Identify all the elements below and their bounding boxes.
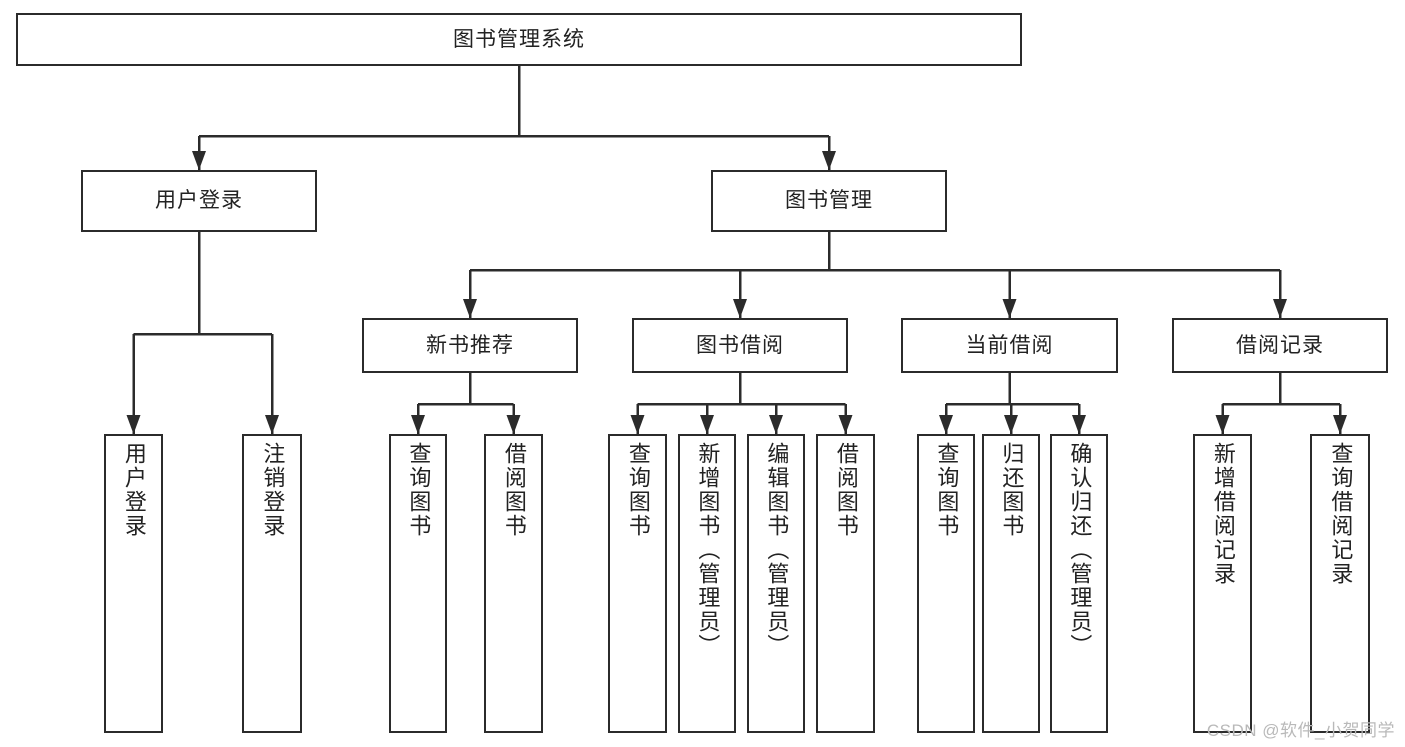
- node-label-leaf-query-record: 查询借阅记录: [1328, 442, 1354, 586]
- node-leaf-borrow-book-1[interactable]: 借阅图书: [484, 434, 543, 733]
- node-label-leaf-logout: 注销登录: [260, 442, 286, 538]
- node-label-leaf-borrow-book-1: 借阅图书: [501, 442, 527, 538]
- node-label-leaf-confirm-return: 确认归还（管理员）: [1067, 442, 1093, 658]
- node-label-user-login: 用户登录: [155, 189, 243, 213]
- node-label-current-borrow: 当前借阅: [965, 333, 1054, 357]
- node-current-borrow[interactable]: 当前借阅: [901, 318, 1118, 373]
- edge-arrowhead: [411, 415, 425, 434]
- edge-arrowhead: [630, 415, 645, 434]
- node-borrow-record[interactable]: 借阅记录: [1172, 318, 1388, 373]
- edge-arrowhead: [1333, 415, 1347, 434]
- node-leaf-add-book[interactable]: 新增图书（管理员）: [678, 434, 736, 733]
- node-leaf-query-record[interactable]: 查询借阅记录: [1310, 434, 1370, 733]
- edge-arrowhead: [1215, 415, 1230, 434]
- edge-arrowhead: [769, 415, 783, 434]
- node-label-leaf-return-book: 归还图书: [999, 442, 1025, 538]
- edge-arrowhead: [700, 415, 714, 434]
- edge-arrowhead: [1004, 415, 1018, 434]
- edge-arrowhead: [733, 299, 747, 318]
- node-book-manage[interactable]: 图书管理: [711, 170, 947, 232]
- node-leaf-query-book-3[interactable]: 查询图书: [917, 434, 975, 733]
- node-leaf-query-book-1[interactable]: 查询图书: [389, 434, 447, 733]
- edge-arrowhead: [939, 415, 953, 434]
- node-leaf-confirm-return[interactable]: 确认归还（管理员）: [1050, 434, 1108, 733]
- node-label-root: 图书管理系统: [453, 27, 585, 51]
- node-leaf-return-book[interactable]: 归还图书: [982, 434, 1040, 733]
- node-leaf-add-record[interactable]: 新增借阅记录: [1193, 434, 1252, 733]
- node-label-leaf-add-book: 新增图书（管理员）: [695, 442, 721, 658]
- node-label-book-borrow: 图书借阅: [696, 333, 784, 357]
- node-label-leaf-edit-book: 编辑图书（管理员）: [764, 442, 790, 658]
- node-leaf-query-book-2[interactable]: 查询图书: [608, 434, 667, 733]
- edge-arrowhead: [126, 415, 141, 434]
- edge-arrowhead: [506, 415, 521, 434]
- edge-arrowhead: [463, 299, 477, 318]
- node-book-borrow[interactable]: 图书借阅: [632, 318, 848, 373]
- node-label-leaf-borrow-book-2: 借阅图书: [833, 442, 859, 538]
- node-label-borrow-record: 借阅记录: [1236, 333, 1324, 357]
- node-label-new-book-rec: 新书推荐: [426, 333, 514, 357]
- node-label-leaf-user-login: 用户登录: [121, 442, 147, 538]
- node-leaf-borrow-book-2[interactable]: 借阅图书: [816, 434, 875, 733]
- edge-arrowhead: [192, 151, 206, 170]
- node-leaf-user-login[interactable]: 用户登录: [104, 434, 163, 733]
- node-label-book-manage: 图书管理: [785, 189, 873, 213]
- node-label-leaf-add-record: 新增借阅记录: [1210, 442, 1236, 586]
- edge-arrowhead: [822, 151, 836, 170]
- node-user-login[interactable]: 用户登录: [81, 170, 317, 232]
- node-label-leaf-query-book-2: 查询图书: [625, 442, 651, 538]
- node-new-book-rec[interactable]: 新书推荐: [362, 318, 578, 373]
- edge-arrowhead: [265, 415, 279, 434]
- node-label-leaf-query-book-1: 查询图书: [406, 442, 432, 538]
- edge-arrowhead: [1072, 415, 1086, 434]
- edge-arrowhead: [838, 415, 853, 434]
- node-root[interactable]: 图书管理系统: [16, 13, 1022, 66]
- node-leaf-edit-book[interactable]: 编辑图书（管理员）: [747, 434, 805, 733]
- edge-arrowhead: [1273, 299, 1287, 318]
- node-label-leaf-query-book-3: 查询图书: [934, 442, 960, 538]
- edge-arrowhead: [1002, 299, 1017, 318]
- node-leaf-logout[interactable]: 注销登录: [242, 434, 302, 733]
